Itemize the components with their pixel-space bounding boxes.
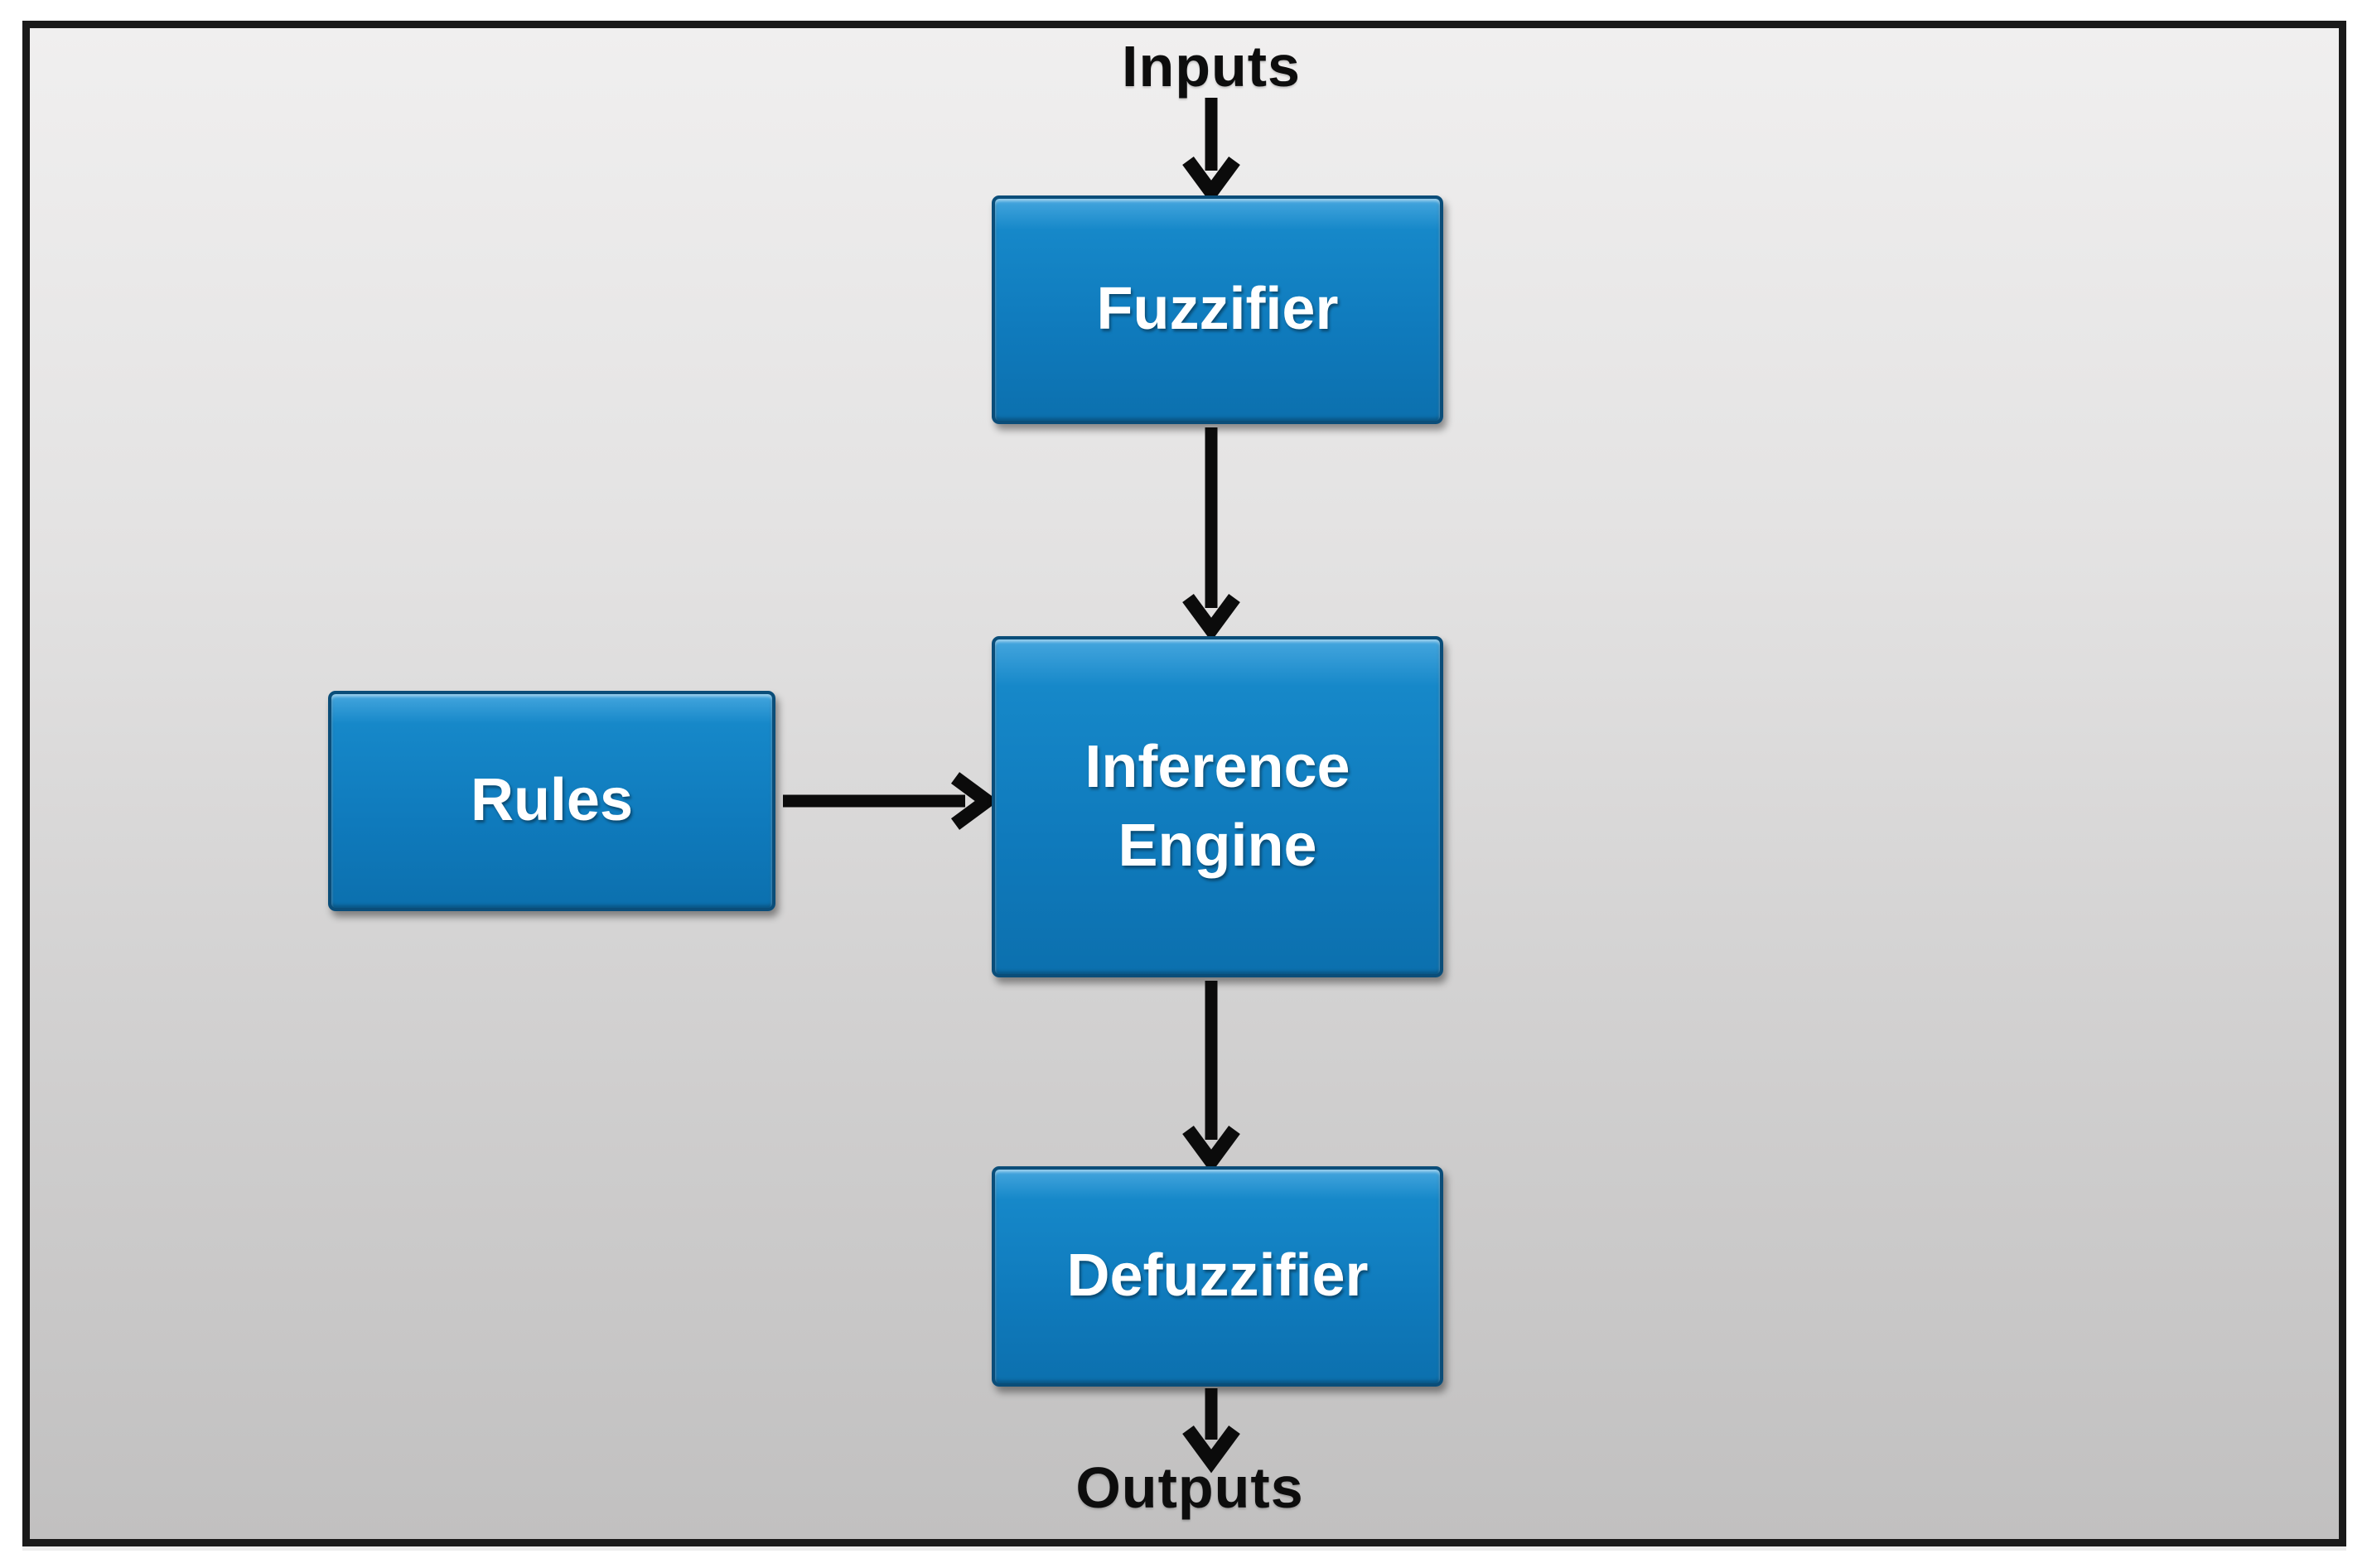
arrow-defuzzifier-to-outputs-icon <box>1153 1388 1269 1474</box>
inputs-label: Inputs <box>1122 34 1301 99</box>
node-rules[interactable]: Rules <box>328 691 775 911</box>
outputs-label: Outputs <box>1075 1455 1304 1520</box>
arrow-inputs-to-fuzzifier-icon <box>1153 98 1269 205</box>
node-rules-label: Rules <box>470 767 634 834</box>
node-fuzzifier[interactable]: Fuzzifier <box>992 195 1443 424</box>
arrow-inference-to-defuzzifier-icon <box>1153 981 1269 1174</box>
node-defuzzifier-label: Defuzzifier <box>1066 1242 1369 1310</box>
arrow-rules-to-inference-icon <box>783 743 999 859</box>
arrow-fuzzifier-to-inference-icon <box>1153 427 1269 642</box>
node-fuzzifier-label: Fuzzifier <box>1096 276 1339 343</box>
node-inference-engine[interactable]: Inference Engine <box>992 636 1443 977</box>
node-inference-engine-label: Inference Engine <box>1084 733 1350 879</box>
node-defuzzifier[interactable]: Defuzzifier <box>992 1166 1443 1387</box>
